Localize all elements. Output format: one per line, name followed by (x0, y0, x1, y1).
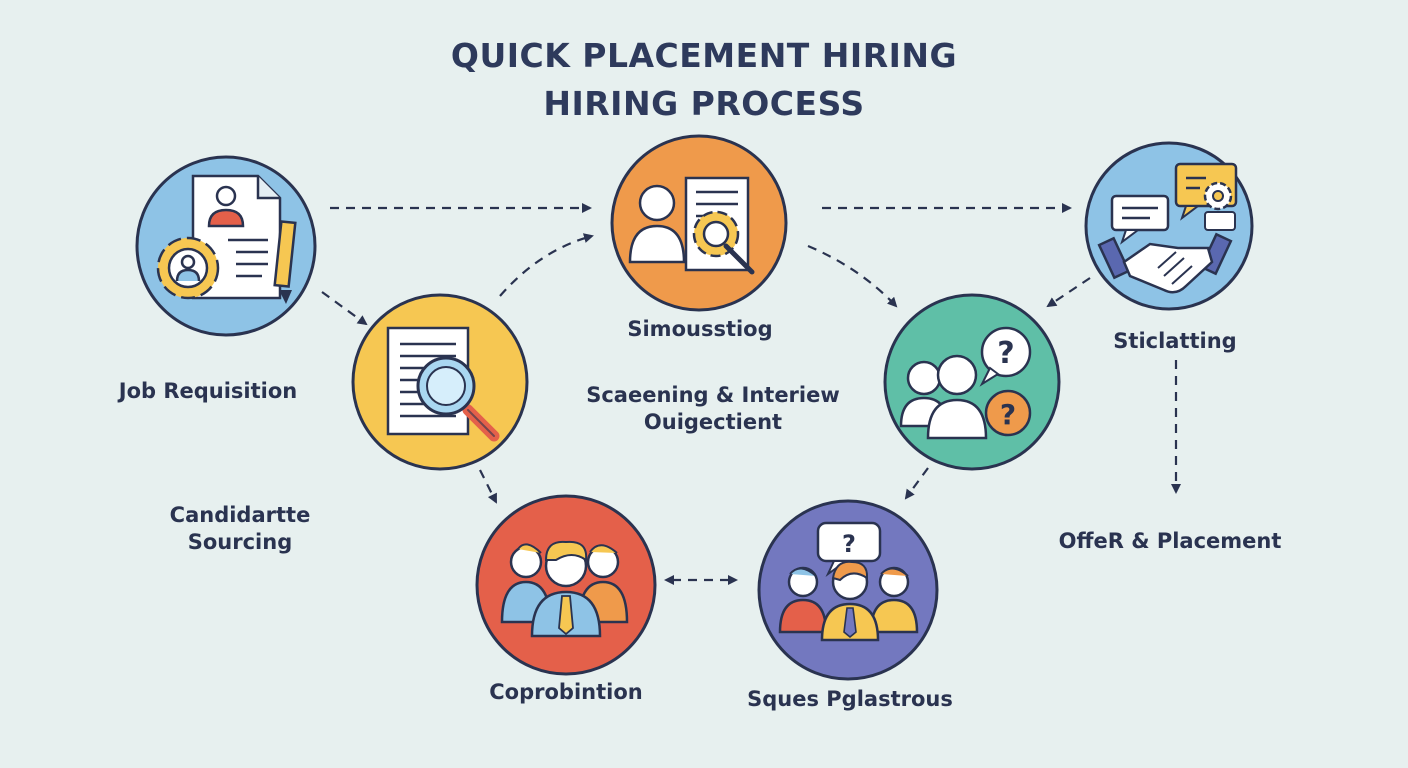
question-people-icon: ? ? (899, 326, 1032, 440)
svg-text:?: ? (1000, 398, 1016, 431)
team-group-icon (500, 540, 629, 638)
sticlatting-node (1084, 141, 1254, 311)
candidate-sourcing-label-line1: Candidartte (169, 503, 311, 527)
candidate-sourcing-label: Candidartte Sourcing (120, 502, 360, 556)
svg-text:?: ? (842, 530, 856, 558)
magnifier-document-icon (386, 326, 500, 442)
screening-interview-label-line1: Scaeening & Interiew (586, 383, 840, 407)
arrow-4 (499, 233, 594, 297)
arrow-8 (904, 467, 929, 500)
job-requisition-label: Job Requisition (118, 379, 298, 403)
interview-questions-node: ? ? (883, 293, 1061, 471)
page-title: QUICK PLACEMENT HIRING (450, 36, 958, 75)
simousstiog-node (610, 134, 788, 312)
sques-label: Sques Pglastrous (747, 687, 953, 711)
job-requisition-node (135, 155, 317, 337)
candidate-review-icon (628, 176, 755, 275)
arrow-6 (1046, 277, 1091, 308)
handshake-chat-icon (1097, 162, 1238, 294)
screening-interview-label: Scaeening & Interiew Ouigectient (563, 382, 863, 436)
screening-interview-label-line2: Ouigectient (643, 410, 783, 434)
sques-node: ? (757, 499, 939, 681)
svg-text:?: ? (997, 336, 1014, 371)
page-subtitle: HIRING PROCESS (543, 84, 865, 123)
arrow-3 (321, 291, 368, 326)
coprobintion-node (475, 494, 657, 676)
candidate-sourcing-label-line2: Sourcing (187, 530, 293, 554)
arrow-5 (807, 244, 898, 308)
offer-placement-label: OffeR & Placement (1058, 529, 1282, 553)
coprobintion-label: Coprobintion (489, 680, 643, 704)
candidate-sourcing-node (351, 293, 529, 471)
arrow-7 (479, 469, 497, 504)
simousstiog-label: Simousstiog (627, 317, 773, 341)
document-gear-icon (156, 174, 297, 304)
sticlatting-label: Sticlatting (1113, 329, 1237, 353)
discussion-team-icon: ? (778, 521, 919, 642)
